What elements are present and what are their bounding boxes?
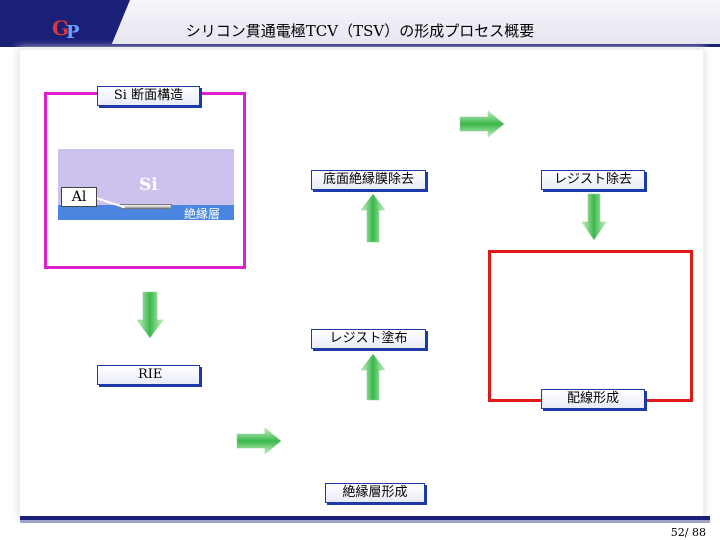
step-bottom-insulation-removal: 底面絶縁膜除去: [311, 170, 426, 190]
step-wiring-formation: 配線形成: [541, 389, 645, 409]
step-si-cross-section: Si 断面構造: [97, 86, 200, 106]
insulation-label: 絶縁層: [184, 207, 221, 221]
arrow-up-icon: [360, 193, 386, 243]
content-panel: [20, 50, 703, 516]
arrow-down-icon: [136, 291, 164, 339]
arrow-right-icon: [236, 427, 282, 455]
arrow-right-icon: [459, 110, 505, 138]
footer-bar: [20, 516, 710, 520]
arrow-up-icon: [360, 353, 386, 401]
arrow-down-icon: [581, 193, 607, 241]
si-label: Si: [139, 175, 158, 195]
logo-letter-g: G: [52, 16, 70, 40]
slide-title: シリコン貫通電極TCV（TSV）の形成プロセス概要: [185, 22, 535, 40]
logo-letter-p: P: [66, 22, 80, 43]
logo-plate: [0, 0, 130, 44]
header-divider: [0, 44, 720, 47]
footer-shadow: [20, 520, 710, 523]
al-label: Al: [61, 187, 97, 207]
step-resist-removal: レジスト除去: [541, 170, 645, 190]
step-insulation-layer-formation: 絶縁層形成: [325, 483, 425, 503]
wiring-formation-frame: [488, 250, 693, 402]
al-electrode: [120, 204, 172, 209]
step-resist-coating: レジスト塗布: [311, 329, 426, 349]
step-rie: RIE: [97, 365, 200, 385]
page-number: 52/ 88: [670, 526, 706, 539]
insulation-layer: [58, 205, 234, 220]
